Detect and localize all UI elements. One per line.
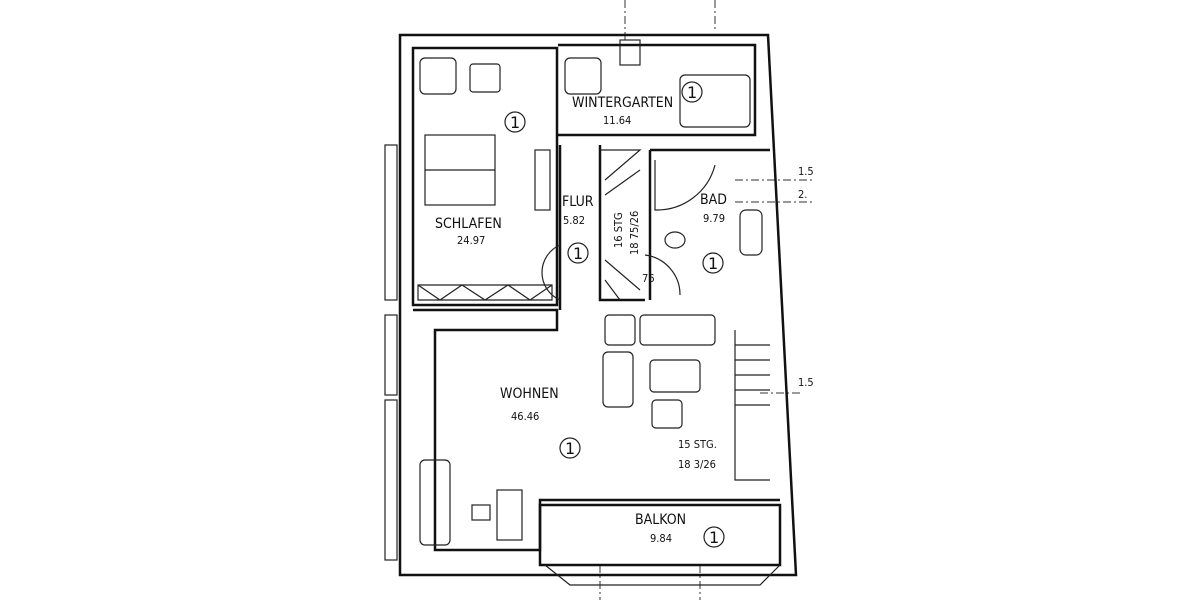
level-b: 2. bbox=[798, 188, 807, 201]
stair-steps-2: 15 STG. bbox=[678, 438, 717, 451]
room-area-schlafen: 24.97 bbox=[457, 234, 485, 247]
room-markers: 1 1 1 1 1 1 bbox=[504, 81, 725, 548]
stair-rise-2: 18 3/26 bbox=[678, 458, 716, 471]
room-area-flur: 5.82 bbox=[563, 214, 585, 227]
room-name-wohnen: WOHNEN bbox=[500, 386, 559, 402]
room-area-wintergarten: 11.64 bbox=[603, 114, 631, 127]
svg-text:1: 1 bbox=[709, 528, 719, 547]
outer-walls bbox=[384, 33, 798, 586]
room-name-bad: BAD bbox=[700, 192, 727, 208]
svg-text:1: 1 bbox=[687, 83, 697, 102]
level-c: 1.5 bbox=[798, 376, 814, 389]
svg-text:1: 1 bbox=[708, 254, 718, 273]
room-name-schlafen: SCHLAFEN bbox=[435, 216, 502, 232]
stair-rise-1: 18 75/26 bbox=[628, 211, 641, 255]
room-area-bad: 9.79 bbox=[703, 212, 725, 225]
room-name-flur: FLUR bbox=[562, 194, 594, 210]
room-name-wintergarten: WINTERGARTEN bbox=[572, 95, 673, 111]
svg-text:1: 1 bbox=[565, 439, 575, 458]
room-name-balkon: BALKON bbox=[635, 512, 686, 528]
svg-text:1: 1 bbox=[573, 244, 583, 263]
furniture bbox=[417, 39, 770, 546]
level-a: 1.5 bbox=[798, 165, 814, 178]
stair-steps-1: 16 STG bbox=[612, 212, 625, 248]
door-width: 76 bbox=[642, 272, 655, 285]
room-area-balkon: 9.84 bbox=[650, 532, 672, 545]
room-area-wohnen: 46.46 bbox=[511, 410, 539, 423]
svg-text:1: 1 bbox=[510, 113, 520, 132]
